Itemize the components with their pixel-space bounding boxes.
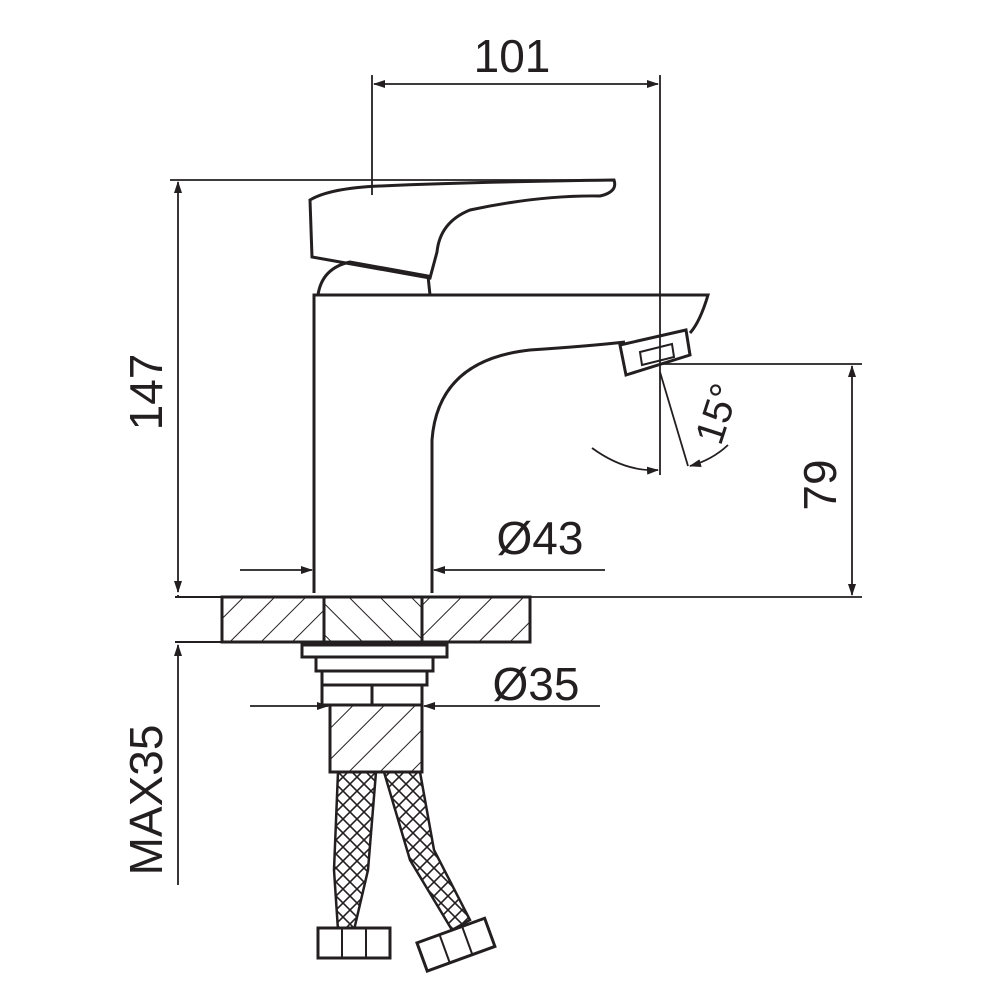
- mount-washer: [314, 655, 435, 673]
- basin-slab-left: [220, 595, 326, 644]
- basin-section: [175, 595, 532, 644]
- dim-label-43: Ø43: [497, 512, 584, 564]
- dim-spout-79: [175, 363, 862, 598]
- hose-left: [332, 770, 378, 932]
- dim-label-15: 15°: [687, 378, 748, 449]
- dim-label-101: 101: [474, 30, 551, 82]
- mount-nut: [320, 669, 429, 687]
- basin-slab-center: [322, 595, 424, 644]
- basin-slab-right: [420, 595, 532, 644]
- cartridge-dome: [316, 260, 432, 296]
- hose-right: [382, 770, 472, 932]
- faucet-body: [312, 293, 711, 593]
- flex-hoses: [316, 770, 497, 973]
- dim-width-101: [371, 75, 661, 475]
- aerator: [618, 328, 692, 377]
- faucet-outline: [308, 178, 711, 593]
- hose-nut-left: [316, 926, 392, 960]
- dim-label-147: 147: [120, 354, 172, 431]
- aerator-inner: [638, 342, 676, 367]
- spout-curve: [430, 340, 626, 593]
- dim-label-79: 79: [794, 459, 846, 510]
- dim-label-max35: MAX35: [120, 725, 172, 876]
- dim-height-147: [170, 179, 600, 593]
- mount-ring: [300, 643, 449, 659]
- handle-lever: [308, 178, 617, 280]
- mounting-hardware: [300, 643, 449, 774]
- dim-label-35: Ø35: [493, 658, 580, 710]
- hose-nut-right: [415, 916, 497, 973]
- threaded-shank: [328, 703, 424, 774]
- dim-angle-15: [591, 371, 729, 475]
